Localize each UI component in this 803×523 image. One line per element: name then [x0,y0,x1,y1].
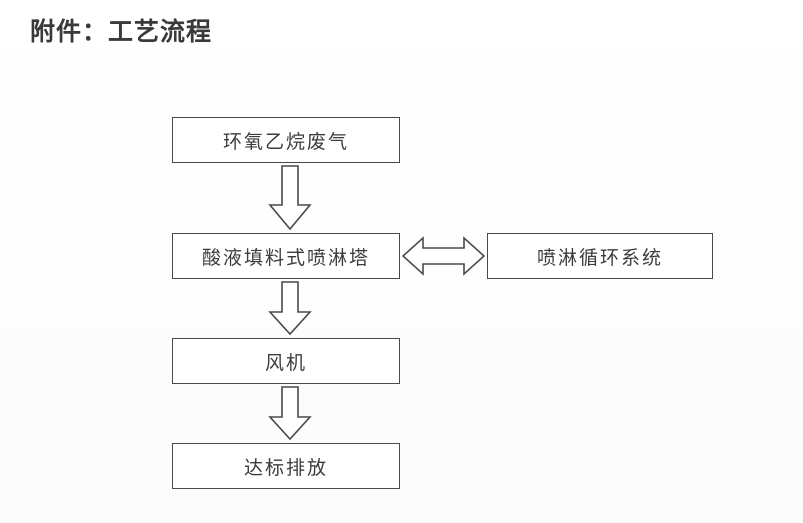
flow-node-recirculation-system: 喷淋循环系统 [487,233,713,279]
flow-node-label: 环氧乙烷废气 [222,130,349,153]
page-title: 附件：工艺流程 [30,17,213,46]
arrow-down-tower-to-fan [268,281,312,336]
flow-node-label: 达标排放 [243,456,328,479]
flow-node-label: 酸液填料式喷淋塔 [201,246,370,269]
arrow-down-source-to-tower [268,165,312,231]
flow-node-label: 风机 [264,351,307,374]
flow-node-label: 喷淋循环系统 [536,246,663,269]
arrow-bidirectional-tower-to-recirculation [402,236,485,276]
flow-node-spray-tower: 酸液填料式喷淋塔 [172,233,400,279]
flow-node-compliant-discharge: 达标排放 [172,443,400,489]
arrow-down-fan-to-exhaust [268,386,312,441]
flow-node-fan: 风机 [172,338,400,384]
flow-node-source: 环氧乙烷废气 [172,117,400,163]
